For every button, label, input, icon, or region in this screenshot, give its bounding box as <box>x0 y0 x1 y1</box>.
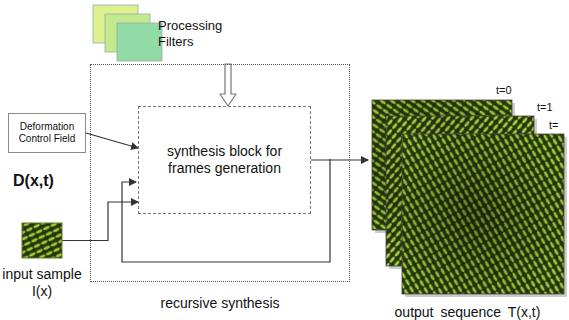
node-label: Deformation Control Field <box>13 121 81 145</box>
time-label: t=0 <box>496 84 512 96</box>
filter-stack: Processing Filters <box>90 2 330 64</box>
synthesis-box: synthesis block for frames generation <box>138 106 311 214</box>
node-label: synthesis block for frames generation <box>145 143 304 177</box>
input-sample: input sample I(x) <box>22 223 62 258</box>
time-label: t= <box>549 119 558 131</box>
node-label: output sequence T(x,t) <box>368 304 567 320</box>
node-label: input sample I(x) <box>0 266 87 300</box>
flow-arrow <box>86 133 138 148</box>
flow-arrow <box>62 202 138 241</box>
recursive-region: recursive synthesissynthesis block for f… <box>90 64 350 282</box>
node-sublabel: D(x,t) <box>13 172 54 190</box>
control-box: Deformation Control FieldD(x,t) <box>8 113 86 153</box>
output-frames: output sequence T(x,t) <box>368 88 567 298</box>
flow-arrow <box>311 159 368 160</box>
frame-shade <box>402 134 564 294</box>
time-label: t=1 <box>537 101 553 113</box>
texture-patch <box>22 223 62 258</box>
sample-texture <box>22 223 62 258</box>
output-frame <box>402 134 564 294</box>
node-label: recursive synthesis <box>91 295 349 311</box>
hollow-arrow <box>220 64 236 106</box>
node-label: Processing Filters <box>158 18 238 50</box>
filter-square <box>117 23 162 61</box>
frame-stack <box>368 88 567 298</box>
